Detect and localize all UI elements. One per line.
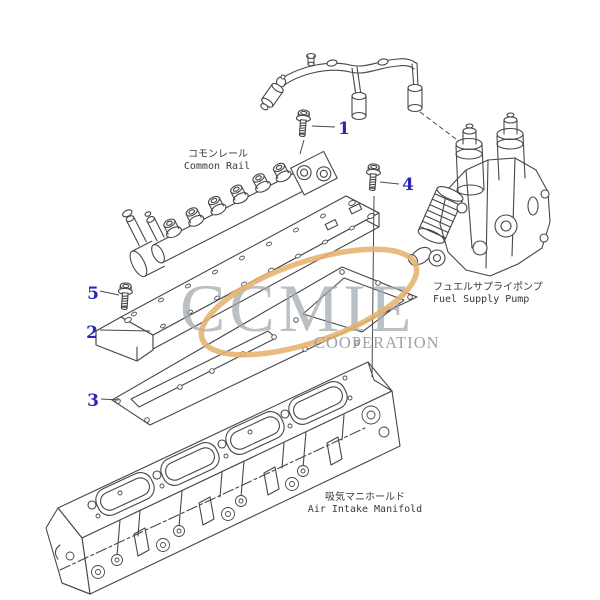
watermark-subtitle-text: COOPERATION [314,333,440,352]
watermark-swoosh [198,246,420,358]
fuel-pipe-drawing [260,52,461,143]
gasket-drawing [111,266,418,426]
leader-lines [99,125,400,401]
bolt-1 [294,108,312,138]
bolt-5 [116,281,134,311]
bolt-4 [364,162,382,192]
air-intake-manifold-drawing [45,361,401,595]
common-rail-label-ja: コモンレール [188,149,248,160]
fuel-supply-pump-label-ja: フュエルサプライポンプ [433,281,543,293]
fuel-supply-pump-label-en: Fuel Supply Pump [433,294,529,305]
callout-2: 2 [86,323,98,343]
air-intake-manifold-label-ja: 吸気マニホールド [325,490,405,503]
callout-5: 5 [87,284,99,304]
watermark: CCMIE COOPERATION [180,246,440,358]
callout-4: 4 [402,175,414,195]
fuel-supply-pump-drawing [407,112,551,277]
common-rail-drawing [122,150,338,278]
air-intake-manifold-label-en: Air Intake Manifold [308,504,422,515]
common-rail-label-en: Common Rail [184,161,250,172]
callout-3: 3 [87,391,99,411]
callout-1: 1 [338,119,350,139]
